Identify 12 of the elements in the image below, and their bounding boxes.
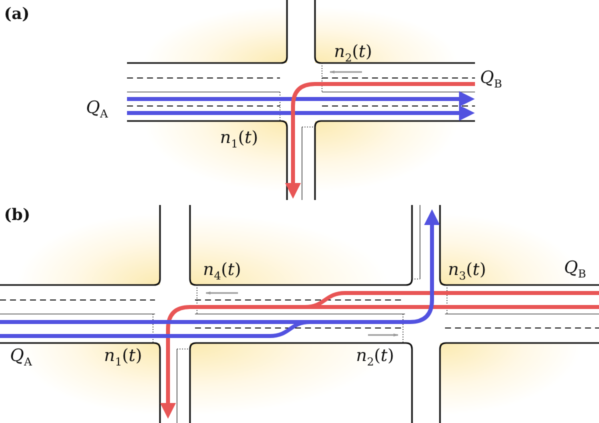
flow-label: n$_{1}$(t) [220, 128, 258, 152]
panel-label: (a) [4, 4, 30, 24]
flow-label: n$_{1}$(t) [104, 346, 142, 370]
flow-label: n$_{2}$(t) [356, 346, 394, 370]
flow-label: Q$_{A}$ [86, 98, 108, 122]
flow-label: n$_{4}$(t) [203, 260, 242, 284]
flow-label: Q$_{B}$ [480, 68, 502, 92]
panel-label: (b) [4, 205, 30, 225]
flow-label: n$_{3}$(t) [448, 260, 486, 284]
flow-label: Q$_{A}$ [10, 346, 32, 370]
flow-label: n$_{2}$(t) [334, 42, 372, 66]
flow-label: Q$_{B}$ [564, 258, 586, 282]
